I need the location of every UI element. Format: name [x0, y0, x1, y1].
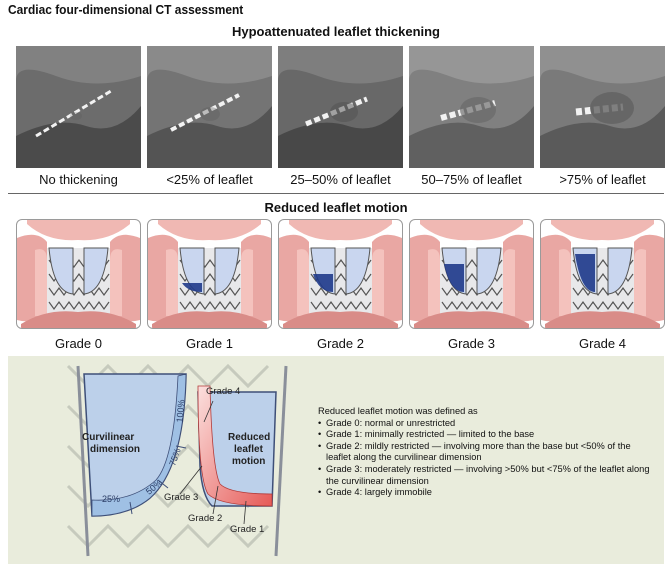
reduced-motion-band	[197, 385, 273, 507]
tick-line	[157, 479, 169, 489]
thickening-caption: >75% of leaflet	[559, 172, 646, 187]
curvilinear-label: Curvilinear	[82, 432, 135, 443]
grade-1-label: Grade 1	[230, 524, 265, 535]
grade-caption: Grade 0	[55, 336, 102, 351]
tick-line	[175, 445, 187, 449]
ct-image	[278, 46, 403, 168]
grade-caption: Grade 1	[186, 336, 233, 351]
definition-item: Grade 3: moderately restricted — involvi…	[318, 464, 658, 487]
left-post	[76, 365, 90, 557]
section-divider	[8, 193, 664, 194]
definition-item: Grade 2: mildly restricted — involving m…	[318, 441, 658, 464]
tick-label-25: 25%	[102, 494, 121, 504]
ct-image	[16, 46, 141, 168]
ct-image	[409, 46, 534, 168]
thickening-caption: 25–50% of leaflet	[290, 172, 391, 187]
grade-caption: Grade 3	[448, 336, 495, 351]
motion-heading: Reduced leaflet motion	[264, 200, 408, 215]
right-post	[274, 365, 288, 557]
definition-item: Grade 4: largely immobile	[318, 487, 658, 499]
curvilinear-label-line2: dimension	[90, 444, 141, 455]
valve-illustration	[409, 219, 534, 329]
grade-4-label: Grade 4	[206, 386, 241, 397]
leaflet-grading-diagram	[66, 363, 288, 557]
tick-line	[129, 501, 133, 515]
definitions-intro: Reduced leaflet motion was defined as	[318, 406, 478, 416]
grade-2-label: Grade 2	[188, 513, 223, 524]
definition-item: Grade 1: minimally restricted — limited …	[318, 429, 658, 441]
grading-definitions: Reduced leaflet motion was defined as Gr…	[318, 406, 658, 499]
thickening-caption: 50–75% of leaflet	[421, 172, 522, 187]
grade-pointers	[179, 400, 247, 525]
grade-caption: Grade 4	[579, 336, 626, 351]
valve-illustration	[540, 219, 665, 329]
definition-item: Grade 0: normal or unrestricted	[318, 418, 658, 430]
grade-caption: Grade 2	[317, 336, 364, 351]
thickening-heading: Hypoattenuated leaflet thickening	[231, 24, 441, 39]
valve-illustration	[16, 219, 141, 329]
grade-3-label: Grade 3	[164, 492, 199, 503]
thickening-caption: <25% of leaflet	[166, 172, 253, 187]
reduced-motion-label: Reduced	[228, 432, 271, 443]
valve-illustration	[278, 219, 403, 329]
valve-illustration	[147, 219, 272, 329]
figure-title: Cardiac four-dimensional CT assessment	[8, 2, 244, 17]
definitions-list: Grade 0: normal or unrestricted Grade 1:…	[318, 418, 658, 499]
ct-image	[540, 46, 665, 168]
curvilinear-scale-band	[91, 373, 187, 517]
reduced-motion-label-line3: motion	[232, 456, 266, 467]
thickening-caption: No thickening	[39, 172, 118, 187]
ct-image	[147, 46, 272, 168]
reduced-motion-label-line2: leaflet	[234, 444, 263, 455]
tick-label-100: 100%	[174, 399, 187, 423]
